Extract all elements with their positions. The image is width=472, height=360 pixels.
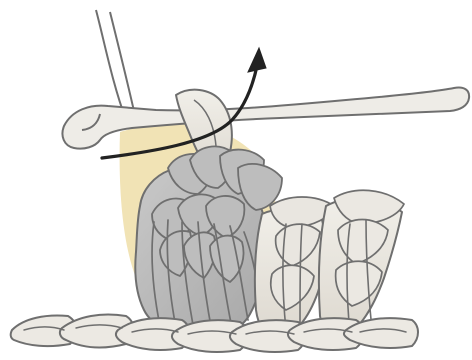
vertical-strand-right — [110, 12, 136, 120]
arrow-head — [248, 48, 266, 72]
vertical-strand-left — [96, 10, 126, 120]
